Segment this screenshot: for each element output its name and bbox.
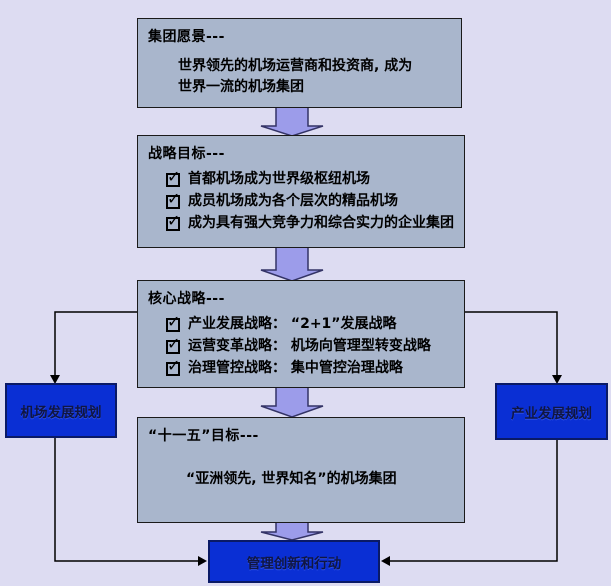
group-vision-line-1: 世界领先的机场运营商和投资商, 成为 — [178, 58, 413, 74]
strategic-goals-box: 战略目标--- 首都机场成为世界级枢纽机场 成员机场成为各个层次的精品机场 成为… — [137, 135, 465, 248]
connector-core-to-left-plan — [54, 311, 137, 377]
goal-item-label: 成员机场成为各个层次的精品机场 — [188, 193, 398, 209]
list-item: 成员机场成为各个层次的精品机场 — [166, 187, 460, 212]
management-innovation-action-label: 管理创新和行动 — [246, 555, 342, 572]
airport-development-plan-label: 机场发展规划 — [20, 404, 102, 421]
checkbox-checked-icon — [166, 165, 180, 189]
group-vision-line-2: 世界一流的机场集团 — [178, 79, 304, 95]
strategic-goals-title: 战略目标--- — [148, 146, 225, 162]
down-block-arrow-4 — [260, 521, 324, 541]
down-block-arrow-1 — [260, 105, 324, 137]
group-vision-title: 集团愿景--- — [148, 29, 225, 45]
goal-item-label: 首都机场成为世界级枢纽机场 — [188, 171, 370, 187]
down-block-arrow-3 — [260, 386, 324, 418]
arrowhead-into-action-right — [381, 556, 390, 566]
management-innovation-action-box: 管理创新和行动 — [208, 540, 380, 583]
list-item: 治理管控战略： 集中管控治理战略 — [166, 354, 460, 379]
arrowhead-into-left-plan — [50, 375, 60, 384]
checkbox-checked-icon — [166, 332, 180, 356]
core-strategy-box: 核心战略--- 产业发展战略： “2+1”发展战略 运营变革战略： 机场向管理型… — [137, 280, 465, 388]
connector-core-to-right-plan — [465, 311, 558, 377]
list-item: 成为具有强大竞争力和综合实力的企业集团 — [166, 209, 460, 234]
core-item-label: 运营变革战略： 机场向管理型转变战略 — [188, 338, 431, 354]
strategic-goals-list: 首都机场成为世界级枢纽机场 成员机场成为各个层次的精品机场 成为具有强大竞争力和… — [138, 165, 464, 234]
core-item-label: 治理管控战略： 集中管控治理战略 — [188, 360, 403, 376]
five-year-goal-body: “亚洲领先, 世界知名”的机场集团 — [186, 471, 397, 487]
core-strategy-list: 产业发展战略： “2+1”发展战略 运营变革战略： 机场向管理型转变战略 治理管… — [138, 310, 464, 379]
connector-right-plan-to-action — [388, 440, 558, 562]
arrowhead-into-action-left — [198, 556, 207, 566]
five-year-goal-box: “十一五”目标--- “亚洲领先, 世界知名”的机场集团 — [137, 417, 465, 523]
checkbox-checked-icon — [166, 354, 180, 378]
arrowhead-into-right-plan — [552, 375, 562, 384]
airport-development-plan-box: 机场发展规划 — [5, 383, 117, 438]
industry-development-plan-label: 产业发展规划 — [511, 405, 592, 422]
list-item: 首都机场成为世界级枢纽机场 — [166, 165, 460, 190]
group-vision-box: 集团愿景--- 世界领先的机场运营商和投资商, 成为 世界一流的机场集团 — [137, 18, 462, 108]
down-block-arrow-2 — [260, 246, 324, 282]
five-year-goal-title: “十一五”目标--- — [148, 428, 259, 444]
checkbox-checked-icon — [166, 209, 180, 233]
core-item-label: 产业发展战略： “2+1”发展战略 — [188, 316, 397, 332]
connector-left-plan-to-action — [54, 438, 200, 562]
list-item: 产业发展战略： “2+1”发展战略 — [166, 310, 460, 335]
goal-item-label: 成为具有强大竞争力和综合实力的企业集团 — [188, 215, 454, 231]
group-vision-body: 世界领先的机场运营商和投资商, 成为 世界一流的机场集团 — [138, 46, 461, 98]
core-strategy-title: 核心战略--- — [148, 291, 225, 307]
list-item: 运营变革战略： 机场向管理型转变战略 — [166, 332, 460, 357]
checkbox-checked-icon — [166, 187, 180, 211]
industry-development-plan-box: 产业发展规划 — [495, 383, 608, 440]
checkbox-checked-icon — [166, 310, 180, 334]
